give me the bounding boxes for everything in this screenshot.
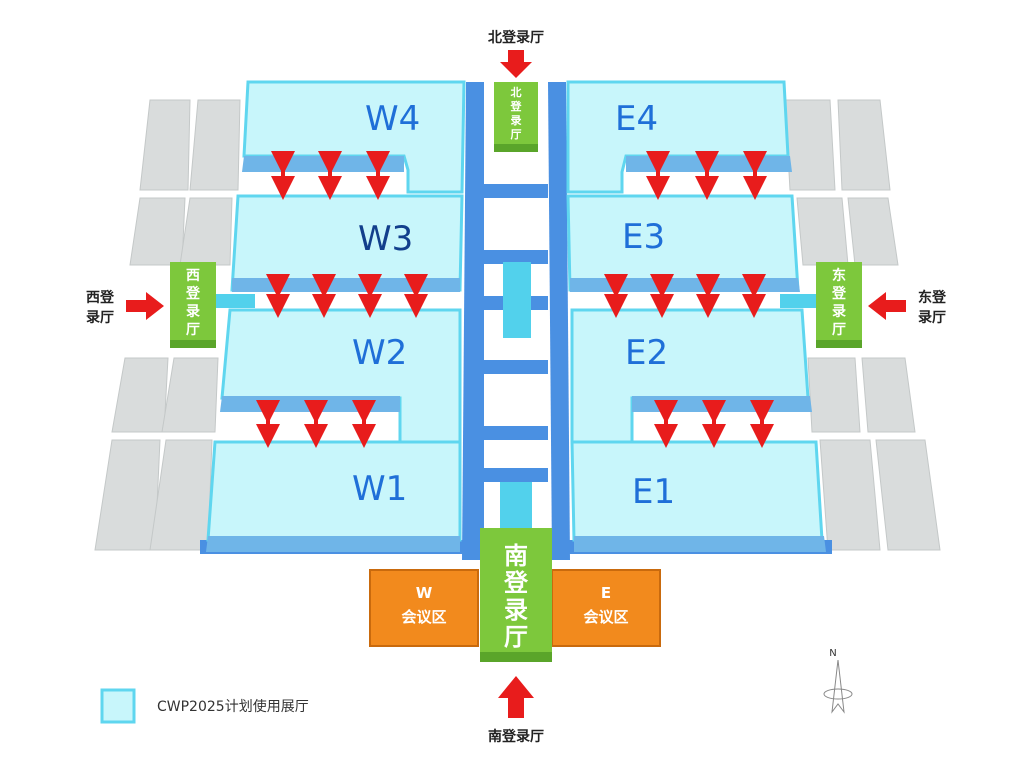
south-lobby-char-3: 录 bbox=[504, 596, 528, 624]
legend-label: CWP2025计划使用展厅 bbox=[157, 698, 309, 715]
hall-e4[interactable]: E4 bbox=[566, 80, 792, 194]
legend: CWP2025计划使用展厅 bbox=[100, 688, 309, 724]
hall-w4-label: W4 bbox=[365, 99, 420, 139]
west-entrance: 西登 录厅 bbox=[86, 289, 164, 326]
west-lobby-char-4: 厅 bbox=[186, 322, 200, 338]
link-block-upper bbox=[503, 262, 531, 338]
north-lobby[interactable]: 北 登 录 厅 bbox=[494, 82, 538, 152]
west-meeting-letter: W bbox=[416, 584, 433, 602]
hall-e1[interactable]: E1 bbox=[570, 440, 826, 552]
hall-w3[interactable]: W3 bbox=[230, 194, 464, 292]
hall-e1-label: E1 bbox=[632, 472, 675, 512]
north-lobby-char-2: 登 bbox=[510, 99, 523, 113]
east-meeting-label: 会议区 bbox=[583, 608, 628, 626]
unused-halls-west bbox=[94, 99, 241, 551]
west-entrance-label-2: 录厅 bbox=[86, 310, 114, 326]
compass-north-label: N bbox=[829, 648, 836, 659]
hall-w1[interactable]: W1 bbox=[206, 440, 462, 552]
north-lobby-char-3: 录 bbox=[511, 114, 522, 127]
south-lobby[interactable]: 南 登 录 厅 bbox=[480, 528, 552, 662]
west-entrance-label-1: 西登 bbox=[86, 289, 115, 306]
south-lobby-char-2: 登 bbox=[503, 569, 529, 597]
west-lobby[interactable]: 西 登 录 厅 bbox=[170, 262, 216, 348]
north-entrance: 北登录厅 bbox=[488, 29, 544, 78]
north-entrance-label: 北登录厅 bbox=[488, 29, 544, 46]
hall-w1-label: W1 bbox=[352, 469, 407, 509]
unused-halls-east bbox=[784, 99, 941, 551]
north-lobby-char-1: 北 bbox=[511, 85, 522, 99]
hall-e3[interactable]: E3 bbox=[566, 194, 800, 292]
east-meeting-area[interactable]: E 会议区 bbox=[551, 569, 661, 647]
hall-e2-label: E2 bbox=[625, 333, 668, 373]
hall-e2[interactable]: E2 bbox=[570, 308, 812, 444]
south-entrance-label: 南登录厅 bbox=[488, 728, 544, 745]
east-link bbox=[780, 294, 820, 308]
east-lobby-char-1: 东 bbox=[832, 267, 846, 284]
west-meeting-label: 会议区 bbox=[401, 608, 446, 626]
west-link bbox=[215, 294, 255, 308]
east-entrance-label-2: 录厅 bbox=[918, 310, 946, 326]
east-lobby[interactable]: 东 登 录 厅 bbox=[816, 262, 862, 348]
connection-arrows bbox=[256, 151, 774, 448]
west-meeting-area[interactable]: W 会议区 bbox=[369, 569, 479, 647]
east-lobby-char-4: 厅 bbox=[832, 322, 846, 338]
north-lobby-char-4: 厅 bbox=[511, 128, 522, 141]
hall-e3-label: E3 bbox=[622, 217, 665, 257]
west-lobby-char-1: 西 bbox=[186, 268, 200, 284]
east-lobby-char-3: 录 bbox=[832, 304, 846, 320]
link-block-lower bbox=[500, 482, 532, 530]
hall-w4[interactable]: W4 bbox=[242, 80, 466, 194]
east-meeting-letter: E bbox=[601, 584, 611, 602]
hall-w2[interactable]: W2 bbox=[220, 308, 462, 444]
west-lobby-char-3: 录 bbox=[186, 304, 200, 320]
east-lobby-char-2: 登 bbox=[831, 285, 847, 302]
hall-w2-label: W2 bbox=[352, 333, 407, 373]
hall-e4-label: E4 bbox=[615, 99, 658, 139]
hall-w3-label: W3 bbox=[358, 219, 413, 259]
south-lobby-char-1: 南 bbox=[504, 542, 528, 570]
east-entrance-label-1: 东登 bbox=[918, 289, 947, 306]
south-lobby-char-4: 厅 bbox=[504, 623, 528, 651]
compass-icon: N bbox=[823, 648, 853, 714]
west-lobby-char-2: 登 bbox=[185, 285, 201, 302]
east-entrance: 东登 录厅 bbox=[868, 289, 947, 326]
legend-swatch bbox=[100, 688, 136, 724]
south-entrance: 南登录厅 bbox=[488, 676, 544, 745]
